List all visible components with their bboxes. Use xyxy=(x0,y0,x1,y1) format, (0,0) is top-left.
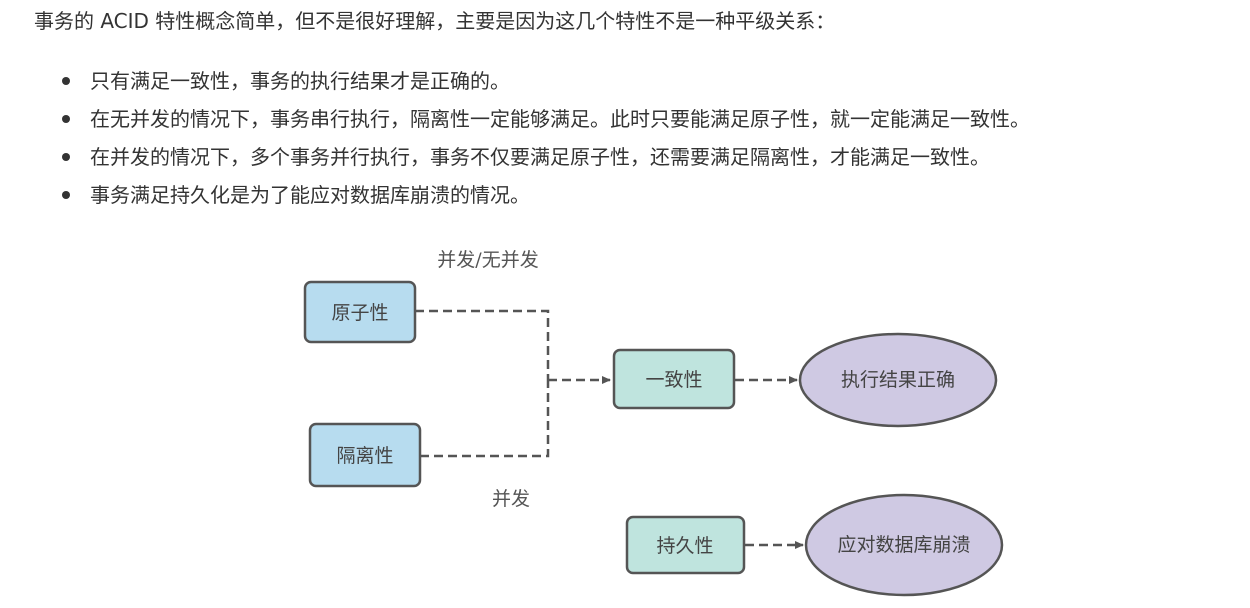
bullet-dot xyxy=(62,77,70,85)
bullet-dot xyxy=(62,191,70,199)
correct-result-label: 执行结果正确 xyxy=(841,369,955,391)
durability-box: 持久性 xyxy=(625,515,746,575)
list-item: 只有满足一致性，事务的执行结果才是正确的。 xyxy=(60,62,1030,100)
bullet-text: 在并发的情况下，多个事务并行执行，事务不仅要满足原子性，还需要满足隔离性，才能满… xyxy=(90,145,990,169)
isolation-box: 隔离性 xyxy=(308,422,422,488)
durability-label: 持久性 xyxy=(656,535,713,557)
bullet-text: 在无并发的情况下，事务串行执行，隔离性一定能够满足。此时只要能满足原子性，就一定… xyxy=(90,107,1030,131)
atomicity-label: 原子性 xyxy=(331,302,388,324)
bullet-dot xyxy=(62,153,70,161)
bullet-text: 只有满足一致性，事务的执行结果才是正确的。 xyxy=(90,69,510,93)
atomicity-connector xyxy=(415,309,550,380)
list-item: 事务满足持久化是为了能应对数据库崩溃的情况。 xyxy=(60,176,1030,214)
atomicity-box: 原子性 xyxy=(303,280,417,344)
bullet-list: 只有满足一致性，事务的执行结果才是正确的。 在无并发的情况下，事务串行执行，隔离… xyxy=(60,62,1030,214)
list-item: 在并发的情况下，多个事务并行执行，事务不仅要满足原子性，还需要满足隔离性，才能满… xyxy=(60,138,1030,176)
label-concurrent: 并发 xyxy=(492,488,530,510)
connectors xyxy=(415,309,804,549)
isolation-label: 隔离性 xyxy=(336,445,393,467)
label-concurrent-or-not: 并发/无并发 xyxy=(437,249,538,271)
intro-paragraph: 事务的 ACID 特性概念简单，但不是很好理解，主要是因为这几个特性不是一种平级… xyxy=(34,9,836,33)
crash-recovery-label: 应对数据库崩溃 xyxy=(837,534,970,556)
bullet-dot xyxy=(62,115,70,123)
crash-recovery-ellipse: 应对数据库崩溃 xyxy=(804,493,1004,597)
consistency-box: 一致性 xyxy=(612,348,736,410)
consistency-label: 一致性 xyxy=(645,369,702,391)
correct-result-ellipse: 执行结果正确 xyxy=(798,332,998,428)
isolation-connector xyxy=(420,380,550,458)
bullet-text: 事务满足持久化是为了能应对数据库崩溃的情况。 xyxy=(90,183,530,207)
list-item: 在无并发的情况下，事务串行执行，隔离性一定能够满足。此时只要能满足原子性，就一定… xyxy=(60,100,1030,138)
